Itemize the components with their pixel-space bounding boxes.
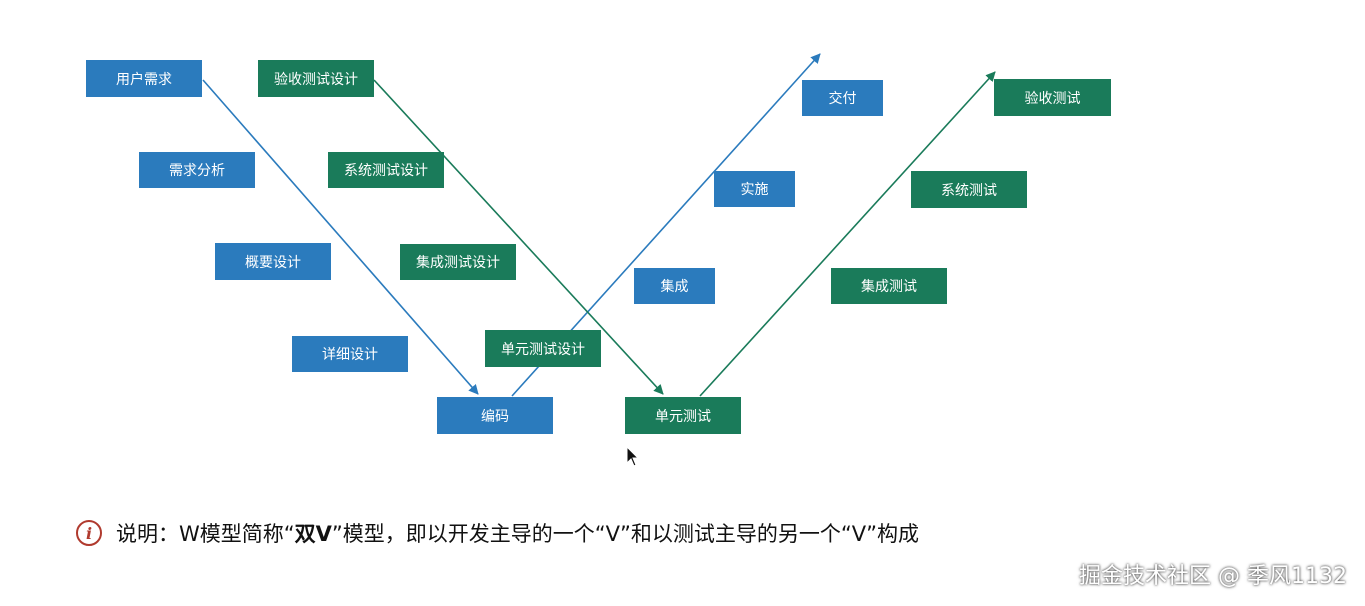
mouse-cursor-icon xyxy=(626,446,640,467)
box-implementation: 实施 xyxy=(714,171,795,207)
box-system-test-design: 系统测试设计 xyxy=(328,152,444,188)
box-unit-test-design: 单元测试设计 xyxy=(485,330,601,367)
box-requirements-analysis: 需求分析 xyxy=(139,152,255,188)
box-delivery: 交付 xyxy=(802,80,883,116)
box-system-test: 系统测试 xyxy=(911,171,1027,208)
watermark-text: 掘金技术社区 @ 季风1132 xyxy=(1079,564,1347,589)
note-text-before: 说明：W模型简称“ xyxy=(116,522,295,546)
box-acceptance-test-design: 验收测试设计 xyxy=(258,60,374,97)
box-acceptance-test: 验收测试 xyxy=(994,79,1111,116)
box-user-requirements: 用户需求 xyxy=(86,60,202,97)
box-coding: 编码 xyxy=(437,397,553,434)
test-v-ascending-arrow xyxy=(699,71,996,397)
box-high-level-design: 概要设计 xyxy=(215,243,331,280)
note-text-after: ”模型，即以开发主导的一个“V”和以测试主导的另一个“V”构成 xyxy=(331,522,920,546)
test-v-descending-arrow xyxy=(373,79,664,395)
note-text-strong: 双V xyxy=(294,522,332,546)
info-icon: i xyxy=(76,520,102,546)
box-integration: 集成 xyxy=(634,268,715,304)
box-integration-test-design: 集成测试设计 xyxy=(400,244,516,280)
box-integration-test: 集成测试 xyxy=(831,268,947,304)
explanation-note: i 说明：W模型简称“双V”模型，即以开发主导的一个“V”和以测试主导的另一个“… xyxy=(76,516,919,550)
box-detailed-design: 详细设计 xyxy=(292,336,408,372)
box-unit-test: 单元测试 xyxy=(625,397,741,434)
dev-v-descending-arrow xyxy=(202,79,479,395)
